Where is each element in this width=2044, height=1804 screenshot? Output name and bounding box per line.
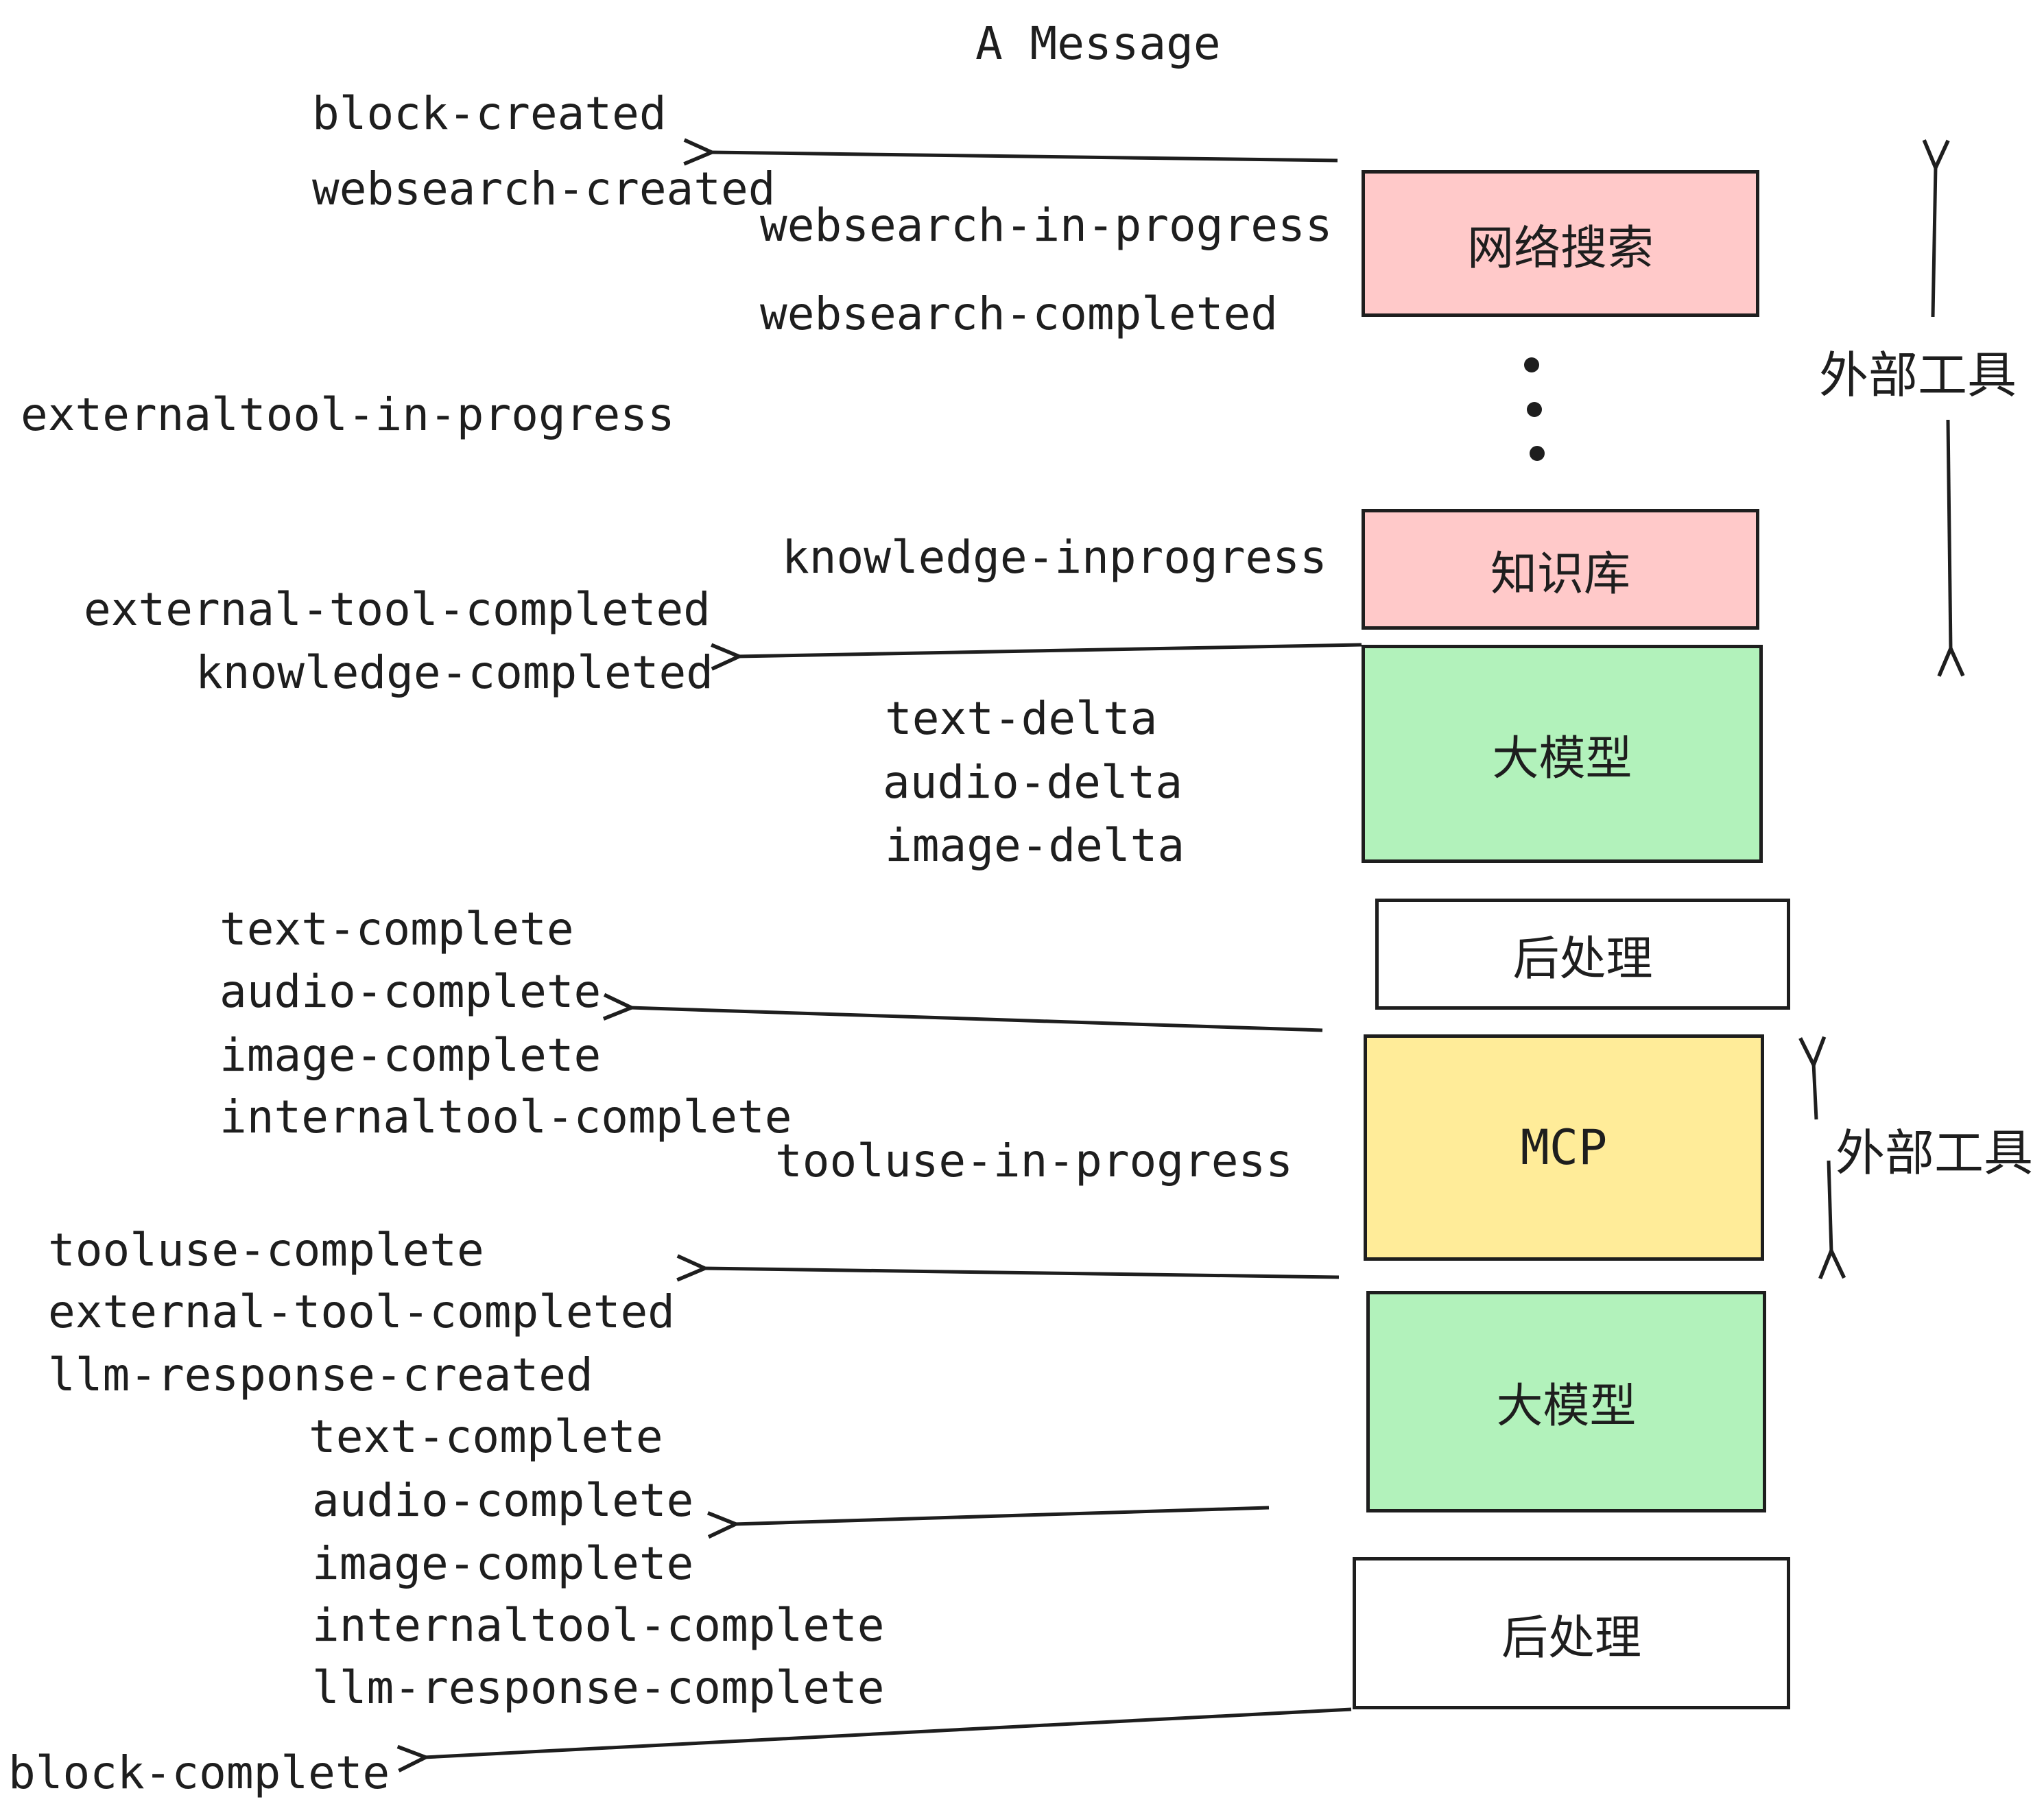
event-label-block-created: block-created xyxy=(312,87,667,140)
event-label-llm-response-created: llm-response-created xyxy=(48,1349,593,1401)
node-knowledge-base-label: 知识库 xyxy=(1490,547,1630,602)
arrow-external-tools-up-1 xyxy=(1933,166,1936,318)
arrow-external-tools-up-2 xyxy=(1814,1063,1816,1120)
event-label-tooluse-in-progress: tooluse-in-progress xyxy=(775,1135,1293,1187)
arrow-external-tools-down-2 xyxy=(1829,1160,1831,1253)
arrow-tooluse-complete xyxy=(703,1268,1340,1277)
node-mcp-label: MCP xyxy=(1520,1119,1608,1176)
arrow-websearch-created xyxy=(710,152,1338,161)
event-label-audio-complete-1: audio-complete xyxy=(219,965,602,1018)
event-label-tooluse-complete: tooluse-complete xyxy=(48,1224,484,1277)
node-postprocess-1: 后处理 xyxy=(1375,899,1790,1010)
event-label-text-complete-1: text-complete xyxy=(219,903,574,956)
side-label-external-tools-1: 外部工具 xyxy=(1819,346,2017,404)
node-postprocess-2: 后处理 xyxy=(1353,1557,1790,1709)
event-label-llm-response-complete: llm-response-complete xyxy=(312,1661,885,1714)
event-label-block-complete: block-complete xyxy=(8,1746,390,1799)
arrow-image-complete xyxy=(630,1008,1323,1032)
node-llm-1-label: 大模型 xyxy=(1492,731,1632,786)
event-label-text-delta-1: text-delta xyxy=(885,692,1158,745)
arrow-external-tools-down-1 xyxy=(1948,419,1951,650)
node-websearch-label: 网络搜索 xyxy=(1466,221,1654,276)
node-websearch: 网络搜索 xyxy=(1362,170,1759,317)
event-label-websearch-in-progress: websearch-in-progress xyxy=(760,199,1333,252)
ellipsis-dots xyxy=(1524,357,1545,461)
event-label-image-complete-2: image-complete xyxy=(312,1537,694,1590)
event-label-external-tool-completed-2: external-tool-completed xyxy=(48,1285,675,1338)
event-label-audio-delta-1: audio-delta xyxy=(883,756,1183,809)
node-knowledge-base: 知识库 xyxy=(1362,509,1759,630)
event-label-text-complete-2: text-complete xyxy=(309,1410,663,1463)
node-llm-2-label: 大模型 xyxy=(1496,1379,1637,1434)
event-label-websearch-created: websearch-created xyxy=(312,163,776,215)
node-llm-2: 大模型 xyxy=(1366,1291,1766,1512)
event-label-externaltool-in-progress: externaltool-in-progress xyxy=(21,388,675,441)
node-llm-1: 大模型 xyxy=(1362,645,1763,863)
arrow-knowledge-completed xyxy=(737,643,1362,656)
arrow-block-complete xyxy=(424,1707,1352,1757)
arrow-audio-complete xyxy=(734,1506,1270,1524)
diagram-title: A Message xyxy=(975,17,1221,70)
node-mcp: MCP xyxy=(1364,1034,1764,1261)
event-label-internaltool-complete-2: internaltool-complete xyxy=(312,1599,885,1652)
event-label-knowledge-completed: knowledge-completed xyxy=(195,646,713,699)
event-label-knowledge-inprogress: knowledge-inprogress xyxy=(782,531,1327,584)
event-label-internaltool-complete-1: internaltool-complete xyxy=(219,1091,792,1143)
node-postprocess-2-label: 后处理 xyxy=(1501,1611,1641,1665)
event-label-external-tool-completed: external-tool-completed xyxy=(84,583,711,636)
side-label-external-tools-2: 外部工具 xyxy=(1835,1124,2034,1182)
event-label-websearch-completed: websearch-completed xyxy=(760,287,1278,340)
event-label-image-delta-1: image-delta xyxy=(885,819,1185,872)
event-label-audio-complete-2: audio-complete xyxy=(312,1474,694,1527)
node-postprocess-1-label: 后处理 xyxy=(1512,931,1653,986)
event-label-image-complete-1: image-complete xyxy=(219,1029,602,1082)
